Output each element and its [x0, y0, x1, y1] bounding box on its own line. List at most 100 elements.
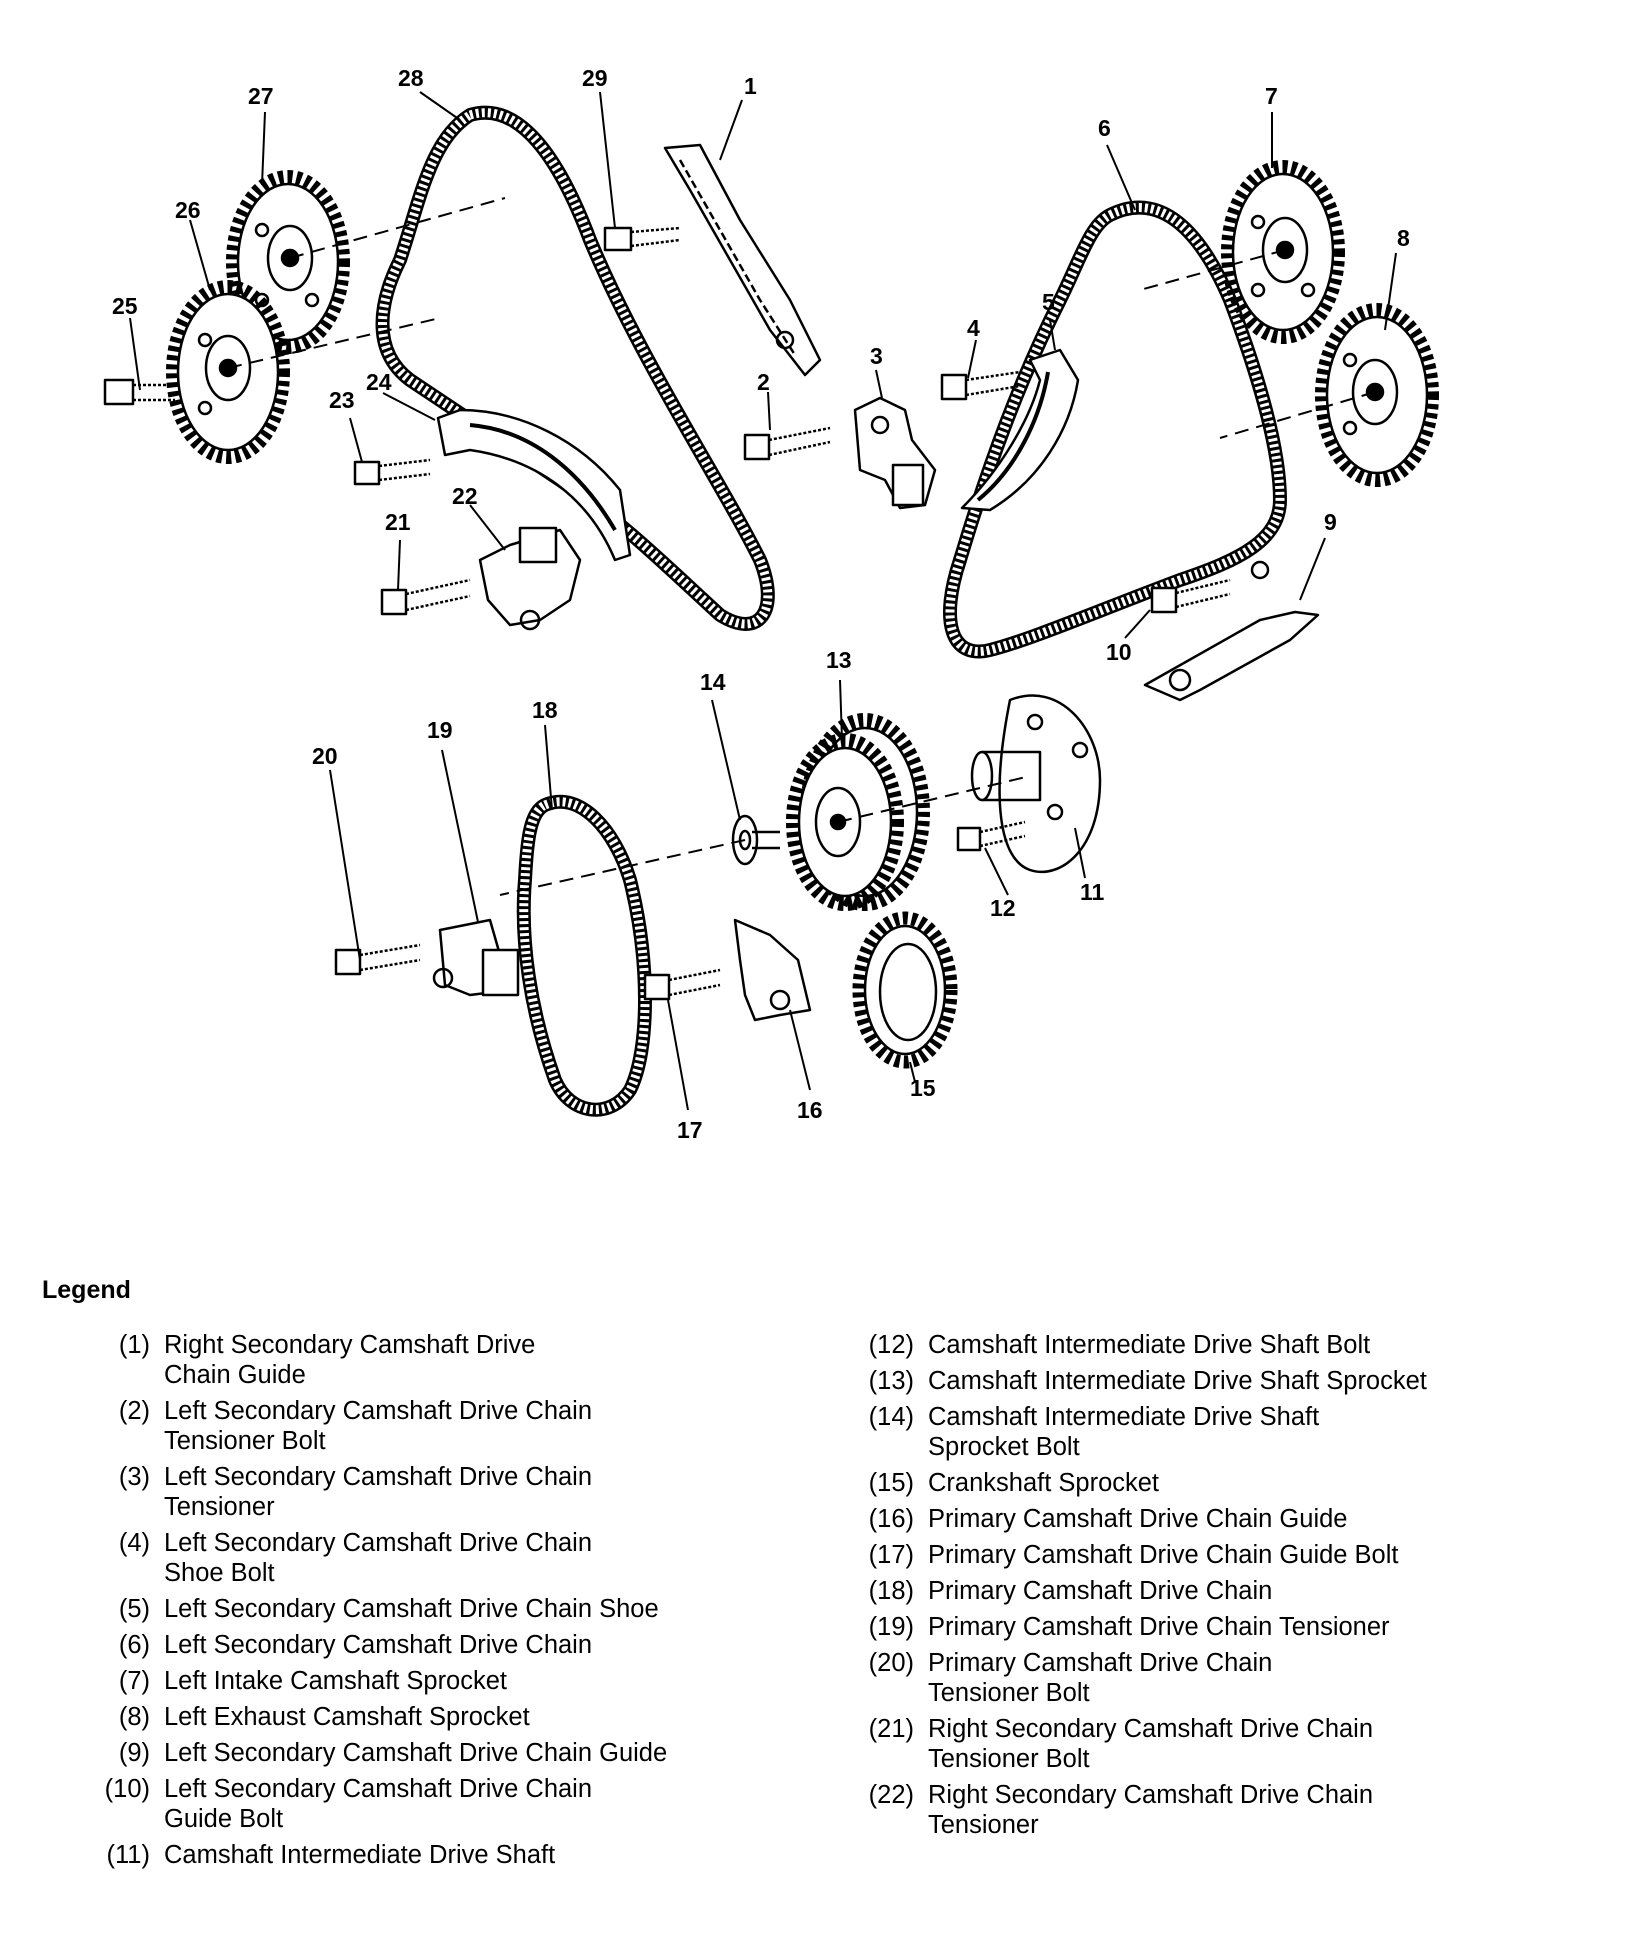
callout-13: 13	[826, 647, 852, 673]
callout-22: 22	[452, 483, 478, 509]
legend-desc: Crankshaft Sprocket	[928, 1469, 1160, 1497]
legend-desc: Camshaft Intermediate Drive Shaft Sprock…	[928, 1403, 1320, 1461]
legend-desc: Left Secondary Camshaft Drive Chain Shoe…	[164, 1529, 593, 1587]
primary-chain-tensioner	[432, 918, 520, 997]
callout-25: 25	[112, 293, 138, 319]
legend-ref: (6)	[118, 1631, 150, 1659]
bolt-23	[353, 458, 431, 486]
legend-item: (20) Primary Camshaft Drive Chain Tension…	[832, 1648, 1592, 1708]
callout-4: 4	[967, 315, 980, 341]
sprocket-bolt-washer	[731, 814, 780, 866]
callout-14: 14	[700, 669, 726, 695]
legend-item: (2) Left Secondary Camshaft Drive Chain T…	[86, 1396, 766, 1456]
bolt-20	[334, 943, 421, 976]
legend-desc: Camshaft Intermediate Drive Shaft	[164, 1841, 556, 1869]
legend-ref: (21)	[868, 1715, 914, 1743]
legend-desc: Left Exhaust Camshaft Sprocket	[164, 1703, 530, 1731]
legend-ref: (14)	[868, 1403, 914, 1431]
callout-numbers: 1 2 3 4 5 6 7 8 9 10 11 12 13 14 15 16 1…	[112, 65, 1410, 1143]
right-secondary-chain	[375, 105, 775, 631]
legend-ref: (18)	[868, 1577, 914, 1605]
bolt-4	[940, 370, 1021, 401]
right-exhaust-camshaft-sprocket	[166, 280, 290, 464]
legend-item: (12)Camshaft Intermediate Drive Shaft Bo…	[832, 1330, 1592, 1360]
legend-right-column: (12)Camshaft Intermediate Drive Shaft Bo…	[832, 1330, 1592, 1846]
legend-ref: (2)	[118, 1397, 150, 1425]
callout-16: 16	[797, 1097, 823, 1123]
callout-1: 1	[744, 73, 757, 99]
legend-item: (17) Primary Camshaft Drive Chain Guide B…	[832, 1540, 1592, 1570]
left-secondary-chain-tensioner	[853, 396, 937, 510]
legend-item: (8) Left Exhaust Camshaft Sprocket	[86, 1702, 766, 1732]
legend-ref: (5)	[118, 1595, 150, 1623]
bolt-10	[1150, 578, 1231, 614]
legend-item: (5)Left Secondary Camshaft Drive Chain S…	[86, 1594, 766, 1624]
legend-item: (7) Left Intake Camshaft Sprocket	[86, 1666, 766, 1696]
bolt-21	[380, 578, 471, 616]
legend-item: (10)Left Secondary Camshaft Drive Chain …	[86, 1774, 766, 1834]
callout-28: 28	[398, 65, 424, 91]
legend-ref: (10)	[104, 1775, 150, 1803]
callout-21: 21	[385, 509, 411, 535]
legend-desc: Camshaft Intermediate Drive Shaft Sprock…	[928, 1367, 1427, 1395]
legend-desc: Right Secondary Camshaft Drive Chain Ten…	[928, 1715, 1374, 1773]
callout-26: 26	[175, 197, 201, 223]
callout-23: 23	[329, 387, 355, 413]
callout-6: 6	[1098, 115, 1111, 141]
callout-9: 9	[1324, 509, 1337, 535]
legend-ref: (7)	[118, 1667, 150, 1695]
right-secondary-chain-guide	[663, 143, 822, 377]
legend-desc: Left Secondary Camshaft Drive Chain Tens…	[164, 1463, 593, 1521]
legend-desc: Primary Camshaft Drive Chain Tensioner	[928, 1613, 1390, 1641]
legend-ref: (22)	[868, 1781, 914, 1809]
legend-desc: Primary Camshaft Drive Chain Tensioner B…	[928, 1649, 1273, 1707]
legend-ref: (19)	[868, 1613, 914, 1641]
callout-29: 29	[582, 65, 608, 91]
legend-ref: (1)	[118, 1331, 150, 1359]
intermediate-drive-shaft	[970, 694, 1102, 874]
legend-ref: (3)	[118, 1463, 150, 1491]
legend-desc: Left Secondary Camshaft Drive Chain Tens…	[164, 1397, 593, 1455]
legend-ref: (13)	[868, 1367, 914, 1395]
primary-chain	[516, 794, 652, 1117]
callout-7: 7	[1265, 83, 1278, 109]
legend-item: (3) Left Secondary Camshaft Drive Chain T…	[86, 1462, 766, 1522]
callout-3: 3	[870, 343, 883, 369]
legend-item: (16)Primary Camshaft Drive Chain Guide	[832, 1504, 1592, 1534]
callout-leader-lines	[129, 91, 1397, 1111]
legend-ref: (17)	[868, 1541, 914, 1569]
legend-desc: Left Secondary Camshaft Drive Chain Guid…	[164, 1739, 668, 1767]
legend-item: (18) Primary Camshaft Drive Chain	[832, 1576, 1592, 1606]
callout-8: 8	[1397, 225, 1410, 251]
legend-desc: Primary Camshaft Drive Chain Guide Bolt	[928, 1541, 1399, 1569]
alignment-centerlines	[227, 197, 1376, 896]
callout-20: 20	[312, 743, 338, 769]
left-secondary-chain-shoe	[960, 348, 1080, 512]
legend-ref: (12)	[868, 1331, 914, 1359]
legend-desc: Right Secondary Camshaft Drive Chain Gui…	[164, 1331, 536, 1389]
callout-19: 19	[427, 717, 453, 743]
left-secondary-chain-guide	[1143, 560, 1320, 702]
legend-item: (9)Left Secondary Camshaft Drive Chain G…	[86, 1738, 766, 1768]
bolt-2	[743, 426, 831, 461]
legend-item: (15)Crankshaft Sprocket	[832, 1468, 1592, 1498]
legend-desc: Left Intake Camshaft Sprocket	[164, 1667, 508, 1695]
callout-17: 17	[677, 1117, 703, 1143]
left-exhaust-camshaft-sprocket	[1315, 303, 1439, 487]
legend-ref: (20)	[868, 1649, 914, 1677]
legend-item: (13) Camshaft Intermediate Drive Shaft Sp…	[832, 1366, 1592, 1396]
legend-item: (6)Left Secondary Camshaft Drive Chain	[86, 1630, 766, 1660]
legend-desc: Right Secondary Camshaft Drive Chain Ten…	[928, 1781, 1374, 1839]
callout-11: 11	[1080, 879, 1105, 905]
callout-10: 10	[1106, 639, 1132, 665]
right-secondary-chain-tensioner	[478, 526, 582, 631]
legend-desc: Primary Camshaft Drive Chain	[928, 1577, 1273, 1605]
crankshaft-sprocket	[852, 911, 958, 1069]
right-secondary-chain-shoe	[436, 408, 632, 562]
bolt-29	[603, 226, 681, 252]
legend-ref: (8)	[118, 1703, 150, 1731]
callout-2: 2	[757, 369, 770, 395]
left-intake-camshaft-sprocket	[1221, 160, 1345, 344]
legend-ref: (4)	[118, 1529, 150, 1557]
legend-ref: (11)	[106, 1841, 150, 1869]
